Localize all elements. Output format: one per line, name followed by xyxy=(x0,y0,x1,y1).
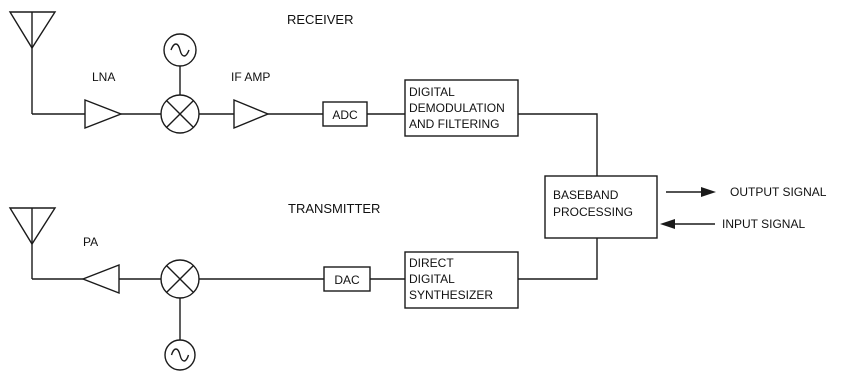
baseband-processing-block xyxy=(544,175,658,239)
transmitter-title: TRANSMITTER xyxy=(288,201,380,216)
baseband-label-line1: BASEBAND xyxy=(553,188,619,202)
input-signal-arrow xyxy=(660,219,715,229)
direct-digital-synthesizer-block xyxy=(404,251,519,309)
baseband-label-line2: PROCESSING xyxy=(553,205,633,219)
rx-antenna-icon xyxy=(8,11,57,114)
pa-amplifier-icon xyxy=(81,263,120,295)
demod-label-line2: DEMODULATION xyxy=(409,101,505,115)
lna-label: LNA xyxy=(92,70,115,84)
receiver-title: RECEIVER xyxy=(287,12,353,27)
if-amplifier-icon xyxy=(233,98,270,130)
pa-label: PA xyxy=(83,235,98,249)
digital-demodulation-block xyxy=(404,79,519,137)
tx-antenna-icon xyxy=(8,207,57,279)
tx-mixer-icon xyxy=(160,259,200,299)
rx-oscillator-icon xyxy=(163,33,197,67)
dds-label-line3: SYNTHESIZER xyxy=(409,288,493,302)
dds-label-line1: DIRECT xyxy=(409,256,454,270)
dac-block xyxy=(323,266,371,292)
output-signal-label: OUTPUT SIGNAL xyxy=(730,185,827,199)
demod-label-line1: DIGITAL xyxy=(409,85,455,99)
demod-label-line3: AND FILTERING xyxy=(409,117,499,131)
input-signal-label: INPUT SIGNAL xyxy=(722,217,805,231)
rx-mixer-icon xyxy=(160,94,200,134)
adc-label: ADC xyxy=(332,108,358,122)
dds-label-line2: DIGITAL xyxy=(409,272,455,286)
tx-oscillator-icon xyxy=(164,339,196,371)
adc-block xyxy=(322,101,368,127)
output-signal-arrow xyxy=(666,187,716,197)
lna-amplifier-icon xyxy=(84,98,123,130)
baseband-to-tx-wire xyxy=(518,238,598,280)
dac-label: DAC xyxy=(334,273,360,287)
if-amp-label: IF AMP xyxy=(231,70,270,84)
rx-to-baseband-wire xyxy=(518,113,598,176)
